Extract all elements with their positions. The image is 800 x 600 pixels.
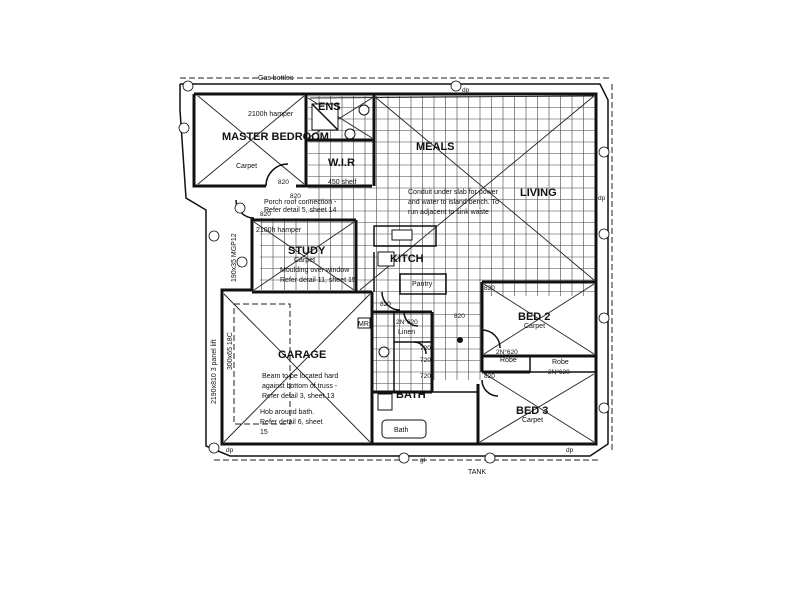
dim-820-linen: 820: [380, 301, 391, 308]
room-study-floor: Carpet: [294, 257, 315, 264]
dim-2n620-bed2: 2N°620: [496, 348, 518, 356]
room-bed3-label: BED 3: [516, 405, 548, 417]
note-hamper-mid: 2100h hamper: [256, 227, 302, 234]
dp-marker-bottom-right: dp: [566, 447, 574, 454]
dim-820-kitchen: 820: [484, 285, 495, 292]
room-bath-label: BATH: [396, 389, 426, 401]
note-garage-side-2: 300x65 18C: [227, 332, 234, 370]
kitchen-sink: [391, 229, 413, 241]
bath-toilet: [378, 346, 390, 358]
note-moulding-1: Moulding over window: [280, 267, 350, 274]
dim-720-b: 720: [420, 357, 431, 364]
room-garage-label: GARAGE: [278, 349, 326, 361]
room-bed2-label: BED 2: [518, 311, 550, 323]
note-hob-2: Refer detail 6, sheet: [260, 419, 323, 426]
dim-720-a: 720: [420, 345, 431, 352]
room-pantry-label: Pantry: [412, 281, 433, 288]
note-hob-1: Hob around bath.: [260, 409, 314, 416]
dp-marker-bottom-left: dp: [226, 447, 234, 454]
room-robe3-label: Robe: [552, 359, 569, 366]
floor-waste: [457, 337, 463, 343]
note-hamper-top: 2100h hamper: [248, 111, 294, 118]
dim-820-master: 820: [278, 179, 289, 186]
room-bed3-floor: Carpet: [522, 417, 543, 424]
ensuite-basin: [358, 104, 370, 116]
note-conduit-3: run adjacent to sink waste: [408, 209, 489, 216]
room-study-label: STUDY: [288, 245, 326, 257]
dim-2n620-bed3: 2N°620: [548, 368, 570, 376]
door-swings: [235, 163, 501, 397]
dp-marker-right: dp: [598, 195, 606, 202]
note-shelf: 450 shelf: [328, 179, 356, 186]
bath-tub: [381, 419, 427, 439]
room-meals-label: MEALS: [416, 141, 455, 153]
note-beam-3: Refer detail 3, sheet 13: [262, 393, 334, 400]
dim-2n620-linen: 2N°620: [396, 318, 418, 326]
room-diagonals: [197, 95, 595, 443]
fixtures: [311, 103, 463, 439]
room-master-label: MASTER BEDROOM: [222, 131, 329, 143]
exterior-walls: [192, 92, 598, 446]
dim-820-bed3: 820: [484, 373, 495, 380]
note-conduit-1: Conduit under slab for power: [408, 189, 499, 196]
note-study-side: 190x35 MGP12: [231, 233, 238, 282]
note-beam-1: Beam to be located hard: [262, 373, 338, 380]
room-master-floor: Carpet: [236, 163, 257, 170]
room-wir-label: W.I.R: [328, 157, 355, 169]
note-tank: TANK: [468, 469, 486, 476]
interior-walls: [252, 94, 596, 444]
note-hob-3: 15: [260, 429, 268, 436]
dp-marker-top: dp: [462, 87, 470, 94]
garage-beam-outline: [233, 303, 291, 425]
note-mr: MR: [358, 321, 369, 328]
room-kitchen-label: KITCH: [390, 253, 424, 265]
note-garage-side-1: 2190x810 3 panel lift: [211, 339, 218, 404]
note-conduit-2: and water to island bench. To: [408, 199, 499, 206]
room-robe2-label: Robe: [500, 357, 517, 364]
room-living-label: LIVING: [520, 187, 557, 199]
note-porch-1: Porch roof connection -: [264, 199, 337, 206]
note-moulding-2: Refer detail 11, sheet 15: [280, 277, 356, 284]
note-beam-2: against bottom of truss -: [262, 383, 338, 390]
site-markers: [178, 80, 610, 464]
room-ens-label: ENS: [318, 101, 341, 113]
dim-820-porch: 820: [260, 211, 271, 218]
dim-820-bed2: 820: [454, 313, 465, 320]
gl-marker: gl: [420, 457, 426, 464]
ensuite-toilet: [344, 128, 356, 140]
meter-box: [357, 317, 371, 329]
note-porch-2: Refer detail 5, sheet 14: [264, 207, 336, 214]
kitchen-cooktop: [377, 251, 395, 267]
dim-820-porch2: 820: [290, 193, 301, 200]
room-linen-label: Linen: [398, 329, 415, 336]
bath-tub-label: Bath: [394, 427, 409, 434]
dim-720-c: 720: [420, 373, 431, 380]
laundry-tub: [377, 393, 393, 411]
note-gas-bottles: Gas bottles: [258, 75, 294, 82]
room-bed2-floor: Carpet: [524, 323, 545, 330]
